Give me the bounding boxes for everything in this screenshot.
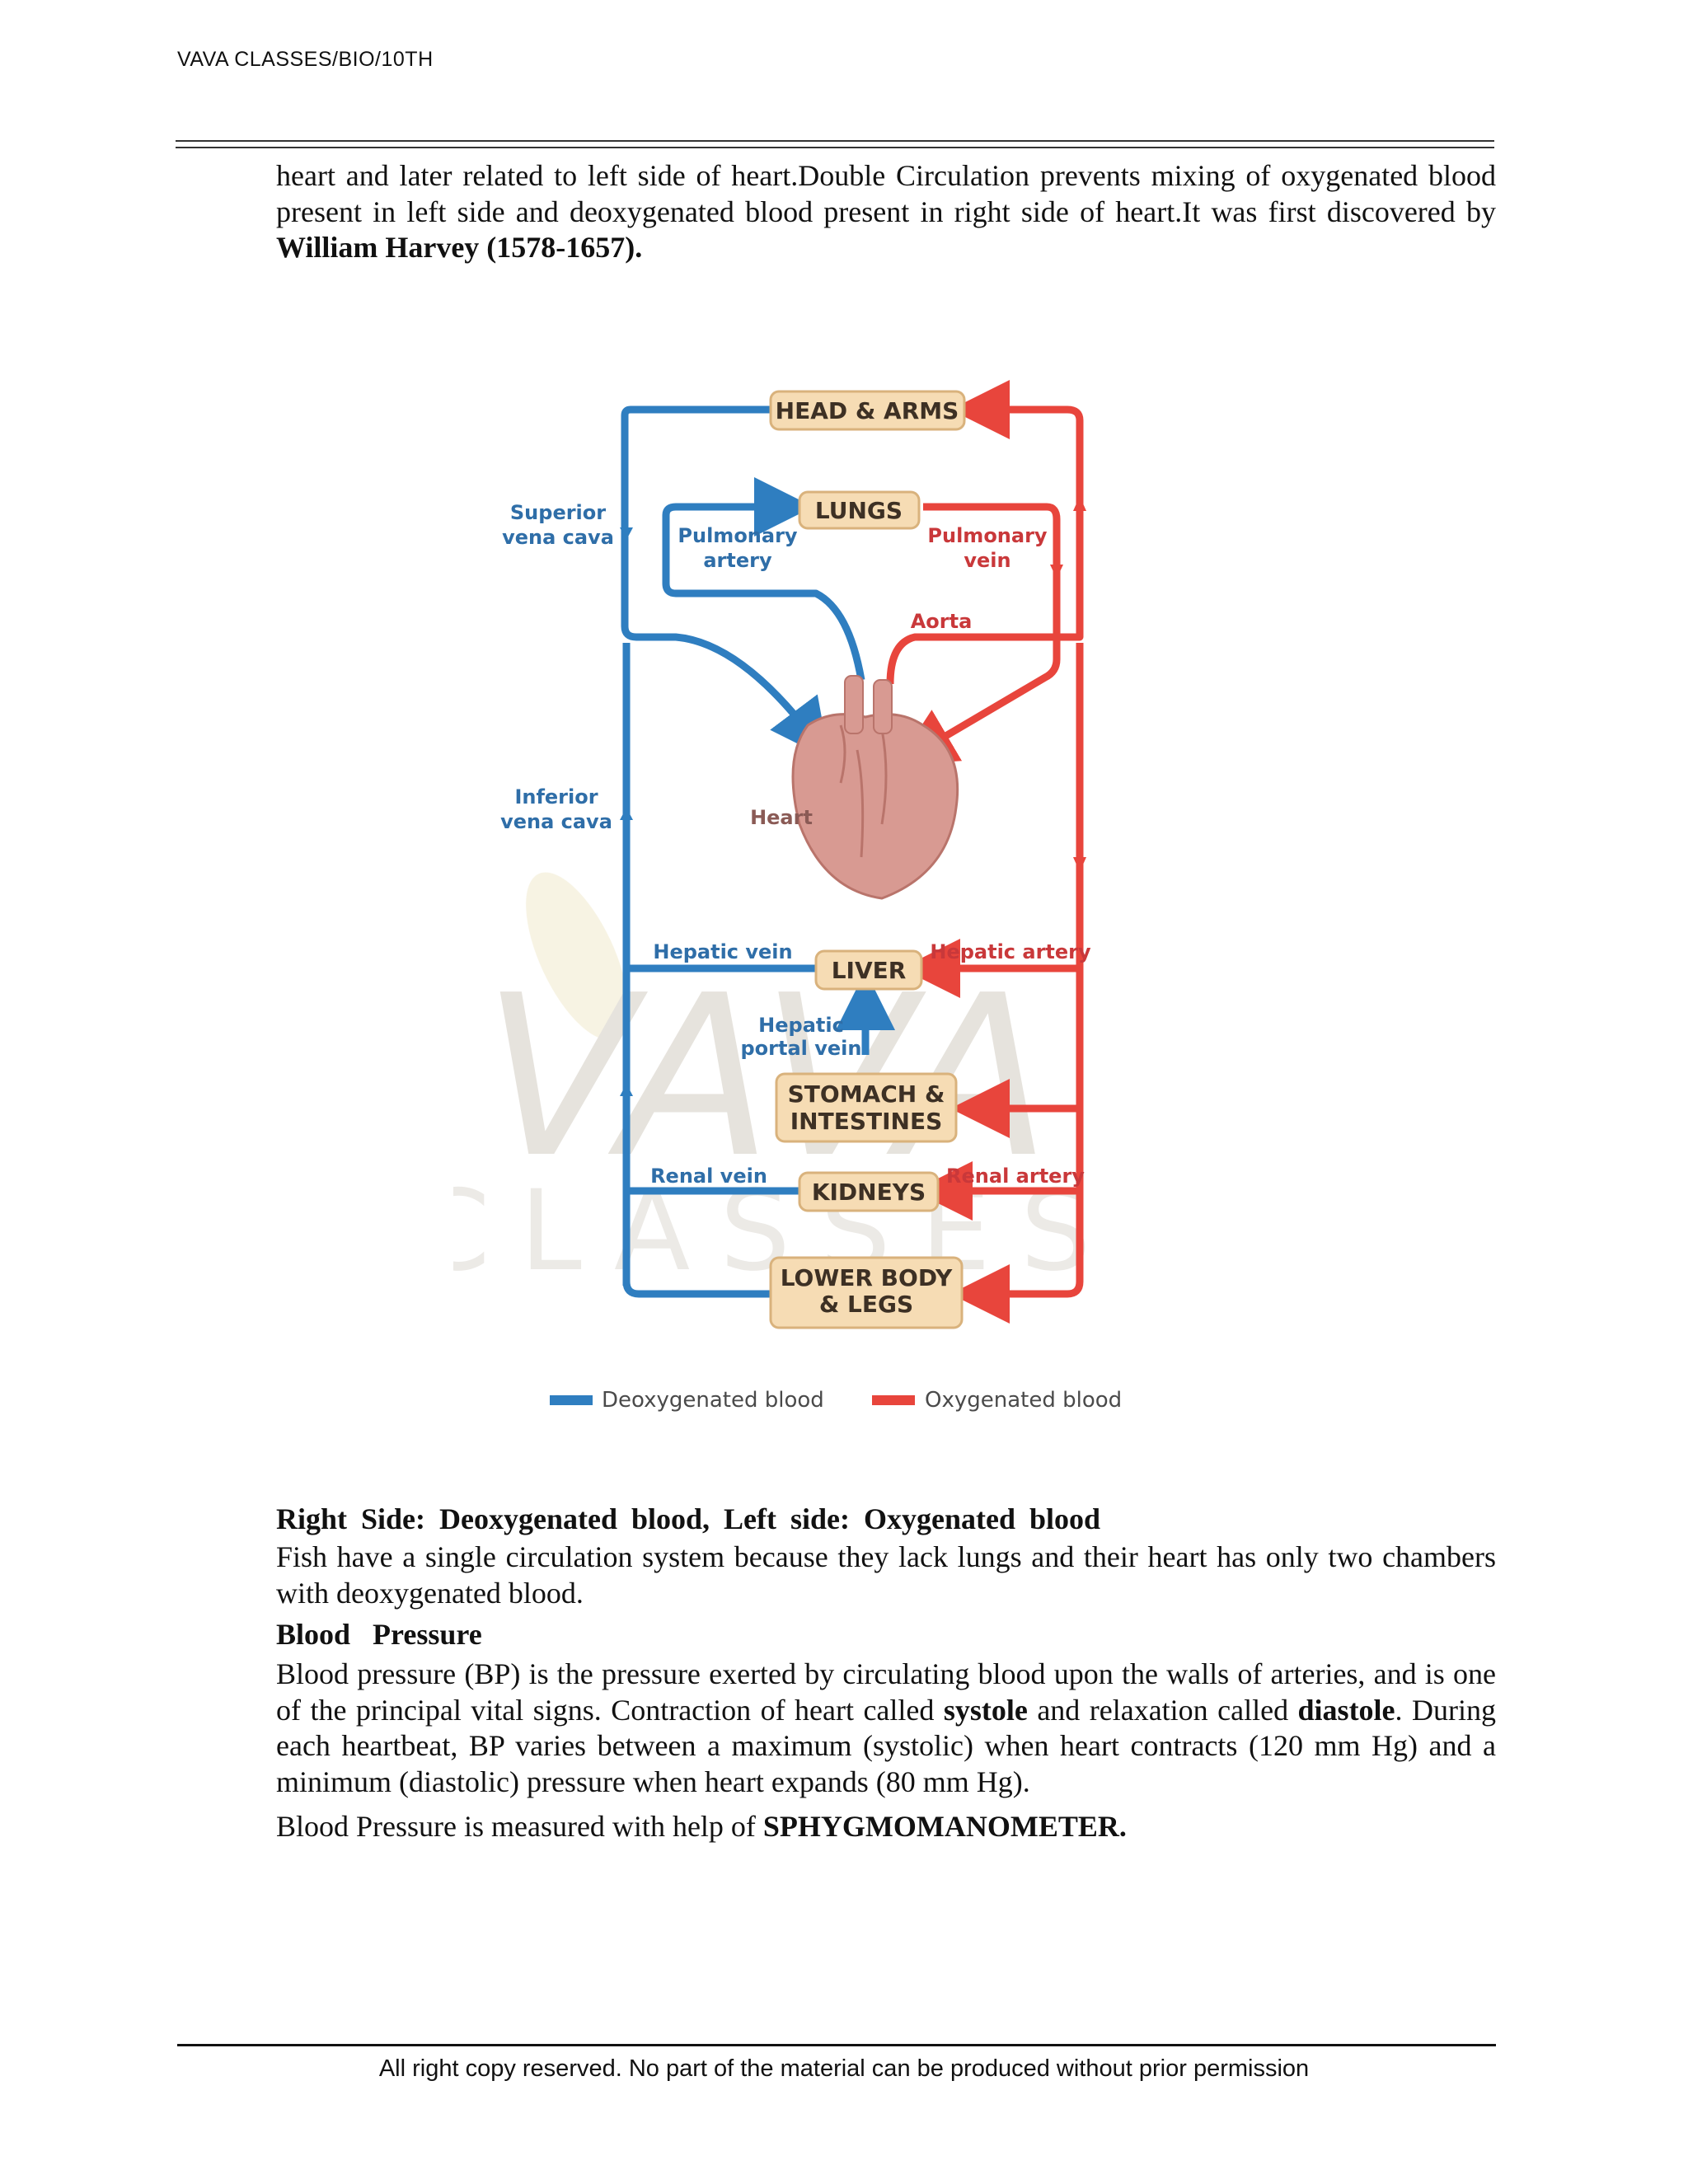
descending-aorta-line — [950, 643, 1084, 1324]
measurement-paragraph: Blood Pressure is measured with help of … — [276, 1809, 1496, 1845]
page-header: VAVA CLASSES/BIO/10TH — [177, 48, 434, 71]
legend-deoxygenated-swatch — [550, 1395, 593, 1405]
kidneys-box — [798, 1171, 940, 1212]
fish-paragraph: Fish have a single circulation system be… — [276, 1540, 1496, 1610]
stomach-label: STOMACH & — [788, 1080, 945, 1108]
superior-vena-cava-label-2: vena cava — [502, 526, 614, 549]
kidneys-label: KIDNEYS — [812, 1179, 926, 1206]
pulmonary-vein-label-2: vein — [964, 549, 1010, 572]
deoxygenated-pathways — [621, 405, 895, 1298]
liver-box — [814, 949, 923, 991]
pulmonary-vein-label-1: Pulmonary — [927, 524, 1048, 547]
intro-paragraph: heart and later related to left side of … — [276, 158, 1496, 266]
bp-text-3: . During each heartbeat, BP varies betwe… — [276, 1693, 1496, 1798]
head-arms-label: HEAD & ARMS — [776, 397, 959, 424]
organ-boxes — [769, 390, 966, 1329]
intro-text: heart and later related to left side of … — [276, 159, 1496, 228]
heart-label: Heart — [750, 806, 813, 829]
inferior-vena-cava-label-2: vena cava — [500, 810, 612, 833]
renal-artery-label: Renal artery — [946, 1165, 1085, 1188]
oxygenated-pathways — [886, 380, 1084, 1324]
william-harvey: William Harvey (1578-1657). — [276, 231, 643, 264]
systole-term: systole — [943, 1693, 1028, 1727]
legend-oxygenated-label: Oxygenated blood — [925, 1388, 1122, 1413]
pulmonary-artery-line — [662, 477, 865, 681]
bp-text-1: Blood pressure (BP) is the pressure exer… — [276, 1657, 1496, 1727]
liver-label: LIVER — [832, 957, 907, 984]
pulmonary-vein-line — [895, 503, 1061, 766]
copyright-footer: All right copy reserved. No part of the … — [378, 2055, 1310, 2082]
stomach-intestines-box — [775, 1072, 958, 1143]
heart-icon — [791, 675, 959, 900]
superior-vena-cava-line — [621, 405, 830, 760]
intestines-label: INTESTINES — [790, 1108, 943, 1135]
diastole-term: diastole — [1297, 1693, 1395, 1727]
hepatic-portal-label-1: Hepatic — [758, 1014, 844, 1037]
blood-pressure-paragraph: Blood pressure (BP) is the pressure exer… — [276, 1657, 1496, 1800]
header-rule — [176, 140, 1494, 142]
legend-oxygenated-swatch — [872, 1395, 915, 1405]
inferior-vena-cava-label-1: Inferior — [514, 785, 598, 808]
hepatic-vein-label: Hepatic vein — [653, 940, 792, 963]
feather-watermark-icon — [526, 872, 628, 1040]
renal-vein-label: Renal vein — [650, 1165, 767, 1188]
footer-rule — [177, 2044, 1496, 2046]
legs-label: & LEGS — [819, 1291, 913, 1318]
double-circulation-diagram: VAVA CLASSES — [453, 380, 1122, 1413]
lower-body-return — [622, 1281, 771, 1298]
blood-pressure-heading: Blood Pressure — [276, 1618, 482, 1651]
hepatic-artery-label: Hepatic artery — [930, 940, 1091, 963]
superior-vena-cava-label-1: Superior — [510, 501, 606, 524]
lower-body-label: LOWER BODY — [781, 1264, 953, 1291]
lower-body-box — [769, 1256, 964, 1329]
sphygmomanometer-term: SPHYGMOMANOMETER. — [762, 1810, 1127, 1843]
lungs-box — [798, 490, 921, 530]
bp-text-2: and relaxation called — [1027, 1693, 1298, 1727]
aorta-to-head-line — [886, 380, 1084, 685]
aorta-label: Aorta — [911, 610, 973, 633]
legend-deoxygenated-label: Deoxygenated blood — [602, 1388, 824, 1413]
pulmonary-artery-label-2: artery — [703, 549, 772, 572]
pulmonary-artery-label-1: Pulmonary — [678, 524, 798, 547]
hepatic-portal-label-2: portal vein — [741, 1037, 862, 1060]
legend: Deoxygenated blood Oxygenated blood — [550, 1388, 1122, 1413]
lungs-label: LUNGS — [815, 497, 903, 524]
right-left-side-heading: Right Side: Deoxygenated blood, Left sid… — [276, 1502, 1101, 1535]
header-rule-double — [176, 147, 1494, 148]
head-arms-box — [769, 390, 966, 431]
measured-text: Blood Pressure is measured with help of — [276, 1810, 763, 1843]
